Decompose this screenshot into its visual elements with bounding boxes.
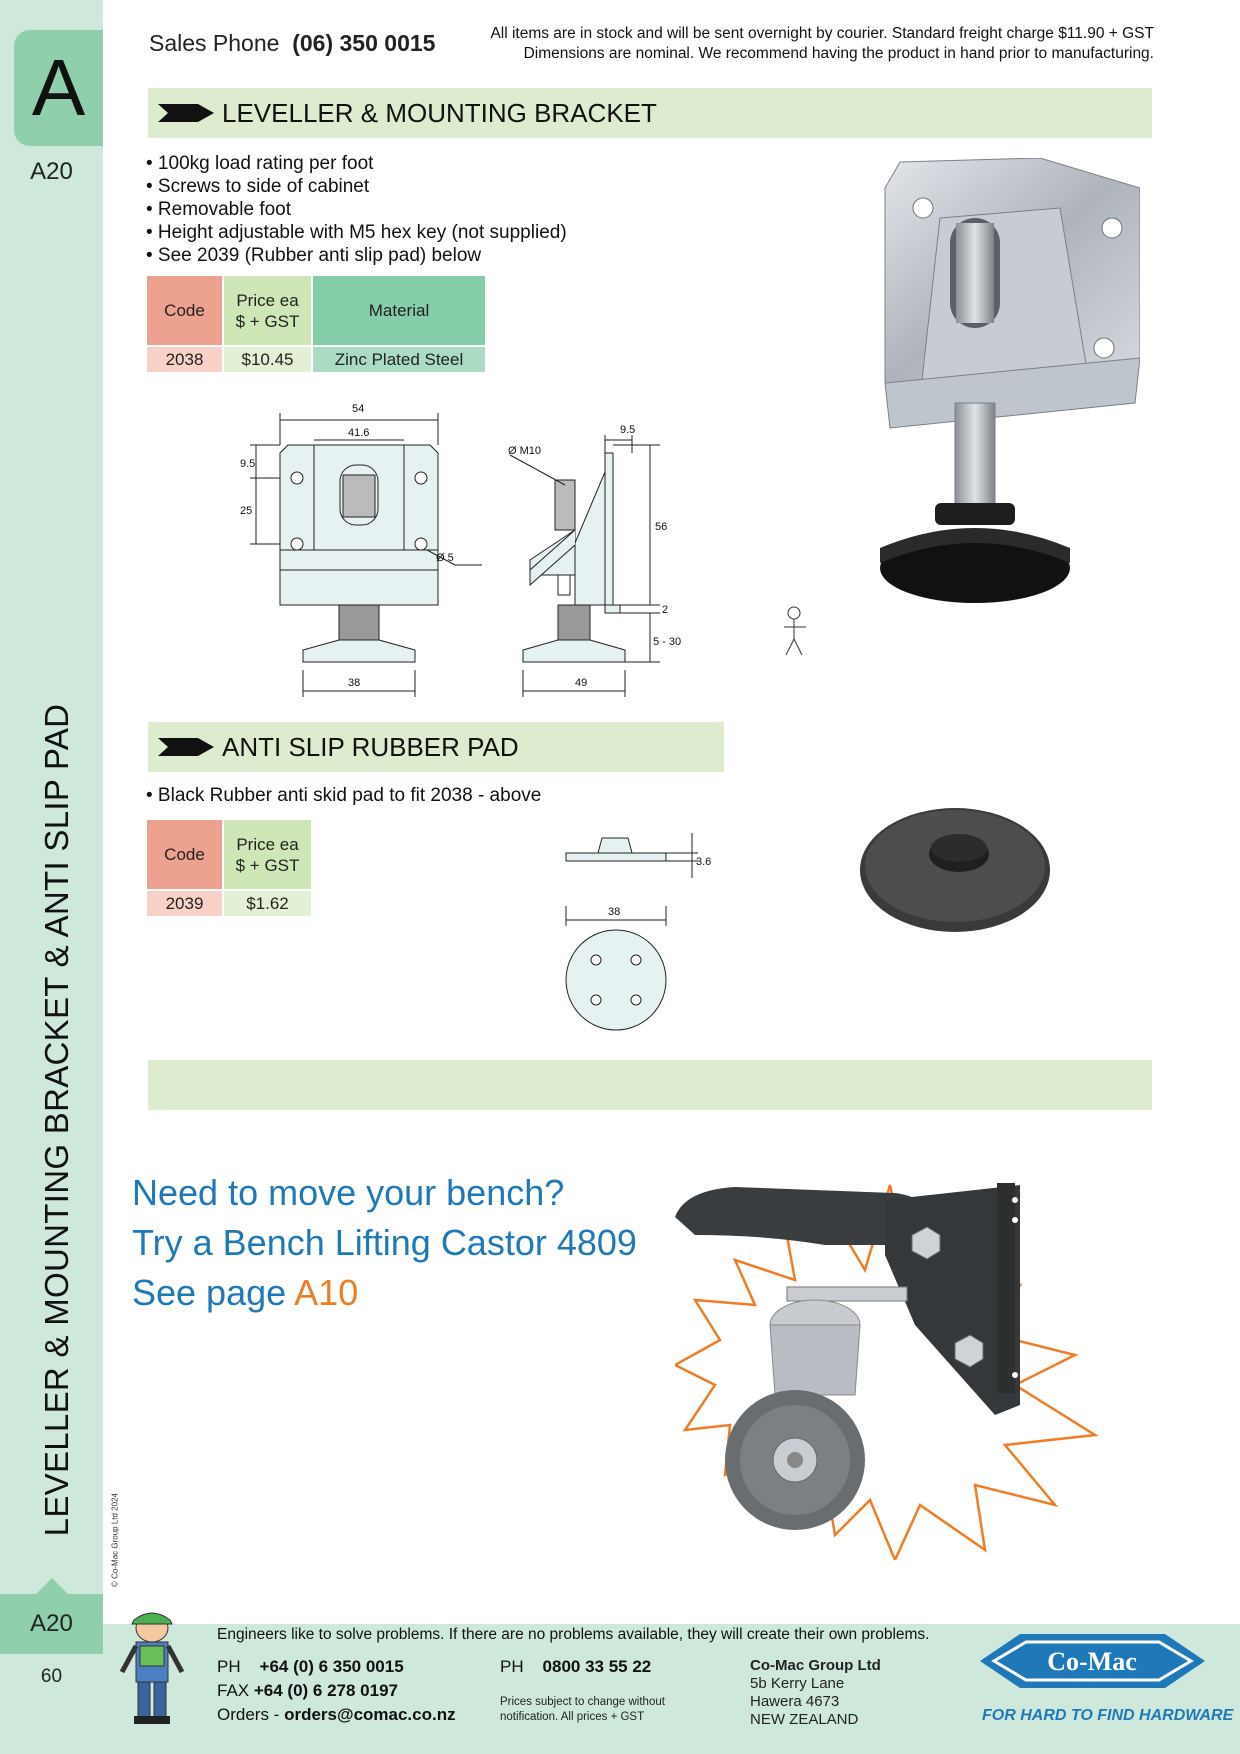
price-note-line2: notification. All prices + GST [500, 1711, 645, 1723]
leveller-features: • 100kg load rating per foot • Screws to… [146, 152, 567, 267]
section-tab-code: A20 [30, 158, 73, 185]
price-note-line1: Prices subject to change without [500, 1696, 665, 1708]
promo-see-page: See page [132, 1272, 287, 1313]
logo-text: Co-Mac [1047, 1647, 1137, 1676]
footer-phone: PH +64 (0) 6 350 0015 [217, 1657, 404, 1677]
table-header-code: Code [147, 276, 222, 345]
anti-slip-price-table: Code Price ea $ + GST 2039 $1.62 [145, 818, 313, 918]
section-title-anti-slip: ANTI SLIP RUBBER PAD [222, 731, 519, 762]
footer-freephone: PH 0800 33 55 22 [500, 1657, 651, 1677]
notice-line-1: All items are in stock and will be sent … [490, 25, 1154, 42]
dim-front-hole-spacing: 25 [240, 505, 252, 517]
vertical-page-title: LEVELLER & MOUNTING BRACKET & ANTI SLIP … [38, 703, 75, 1537]
arrow-icon [158, 104, 214, 122]
dim-front-inner-width: 41.6 [348, 427, 369, 439]
promo-line-2: Try a Bench Lifting Castor 4809 [132, 1222, 637, 1263]
comac-logo: Co-Mac [980, 1634, 1205, 1688]
list-item: • Removable foot [146, 199, 292, 220]
table-header-price: Price ea $ + GST [224, 276, 311, 345]
footer-phone-number[interactable]: +64 (0) 6 350 0015 [259, 1657, 404, 1676]
sales-phone-label: Sales Phone [149, 30, 280, 56]
table-cell-material: Zinc Plated Steel [313, 347, 485, 372]
dim-side-base: 49 [575, 677, 587, 689]
price-header-line2: $ + GST [235, 855, 300, 875]
section-header-anti-slip: ANTI SLIP RUBBER PAD [148, 722, 724, 772]
pad-technical-drawing: 38 3.6 [565, 833, 711, 1031]
footer-fax-number: +64 (0) 6 278 0197 [253, 1681, 399, 1700]
dim-hole-diameter: Ø 5 [436, 552, 454, 564]
list-item: • Screws to side of cabinet [146, 176, 370, 197]
table-row: 2038 $10.45 Zinc Plated Steel [147, 347, 485, 372]
leveller-bracket-photo [880, 158, 1140, 603]
dim-side-height: 56 [655, 521, 667, 533]
address-line3: NEW ZEALAND [750, 1711, 859, 1728]
section-header-leveller: LEVELLER & MOUNTING BRACKET [148, 88, 1152, 138]
footer-phone-label: PH [217, 1657, 241, 1676]
dim-front-width: 54 [352, 403, 364, 415]
table-cell-code: 2038 [147, 347, 222, 372]
list-item: • Black Rubber anti skid pad to fit 2038… [146, 785, 542, 806]
dim-pad-diameter: 38 [608, 906, 620, 918]
section-tab-letter: A [14, 30, 103, 146]
arrow-icon [158, 738, 214, 756]
list-item: • 100kg load rating per foot [146, 153, 374, 174]
table-cell-price: $1.62 [224, 891, 311, 916]
dim-side-gap: 2 [662, 604, 668, 616]
logo-tagline: FOR HARD TO FIND HARDWARE [982, 1707, 1234, 1724]
page-number: 60 [40, 1666, 63, 1687]
left-sidebar [0, 0, 103, 1754]
footer-orders: Orders - orders@comac.co.nz [217, 1705, 456, 1725]
leveller-technical-drawing: 54 41.6 9.5 25 Ø 5 38 Ø M10 9.5 56 2 5 -… [240, 403, 681, 697]
sales-phone-number: (06) 350 0015 [292, 30, 436, 56]
footer-quote: Engineers like to solve problems. If the… [217, 1626, 930, 1643]
table-header-price: Price ea $ + GST [224, 820, 311, 889]
company-name: Co-Mac Group Ltd [750, 1657, 881, 1674]
table-cell-price: $10.45 [224, 347, 311, 372]
section-spacer-bar [148, 1060, 1152, 1110]
promo-line-1: Need to move your bench? [132, 1172, 565, 1213]
address-line2: Hawera 4673 [750, 1693, 840, 1710]
promo-line-3: See page A10 [132, 1268, 637, 1318]
list-item: • Height adjustable with M5 hex key (not… [146, 222, 567, 243]
price-header-line2: $ + GST [235, 311, 300, 331]
footer-orders-email[interactable]: orders@comac.co.nz [284, 1705, 456, 1724]
promo-castor: Need to move your bench? Try a Bench Lif… [132, 1168, 637, 1318]
leveller-price-table: Code Price ea $ + GST Material 2038 $10.… [145, 274, 487, 374]
engineer-mascot-icon [119, 1612, 185, 1724]
stick-figure-sketch [784, 606, 806, 656]
footer-orders-label: Orders - [217, 1705, 280, 1724]
anti-slip-features: • Black Rubber anti skid pad to fit 2038… [146, 784, 541, 807]
price-header-line1: Price ea [236, 834, 299, 854]
footer-tab-notch [36, 1578, 68, 1594]
sales-phone: Sales Phone (06) 350 0015 [149, 30, 435, 57]
address-line1: 5b Kerry Lane [750, 1675, 845, 1692]
copyright: © Co-Mac Group Ltd 2024 [110, 1493, 120, 1587]
dim-side-top: 9.5 [620, 424, 635, 436]
section-title-leveller: LEVELLER & MOUNTING BRACKET [222, 97, 657, 128]
footer-freephone-number[interactable]: 0800 33 55 22 [542, 1657, 652, 1676]
footer-freephone-label: PH [500, 1657, 524, 1676]
dim-front-top-offset: 9.5 [240, 458, 255, 470]
footer-address: Co-Mac Group Ltd 5b Kerry Lane Hawera 46… [750, 1657, 881, 1729]
table-header-code: Code [147, 820, 222, 889]
dim-side-adjust: 5 - 30 [653, 636, 681, 648]
footer-tab-code: A20 [0, 1594, 103, 1654]
promo-page-link[interactable]: A10 [294, 1272, 359, 1313]
table-header-material: Material [313, 276, 485, 345]
stock-notice: All items are in stock and will be sent … [490, 24, 1154, 64]
dim-front-base: 38 [348, 677, 360, 689]
notice-line-2: Dimensions are nominal. We recommend hav… [523, 45, 1154, 62]
bench-lifting-castor-photo [675, 1183, 1099, 1560]
dim-pad-height: 3.6 [696, 856, 711, 868]
footer-price-note: Prices subject to change without notific… [500, 1695, 665, 1725]
list-item: • See 2039 (Rubber anti slip pad) below [146, 245, 482, 266]
table-cell-code: 2039 [147, 891, 222, 916]
table-row: 2039 $1.62 [147, 891, 311, 916]
price-header-line1: Price ea [236, 290, 299, 310]
footer-fax-label: FAX [217, 1681, 250, 1700]
dim-thread: Ø M10 [508, 445, 541, 457]
rubber-pad-photo [860, 808, 1050, 932]
footer-fax: FAX +64 (0) 6 278 0197 [217, 1681, 398, 1701]
